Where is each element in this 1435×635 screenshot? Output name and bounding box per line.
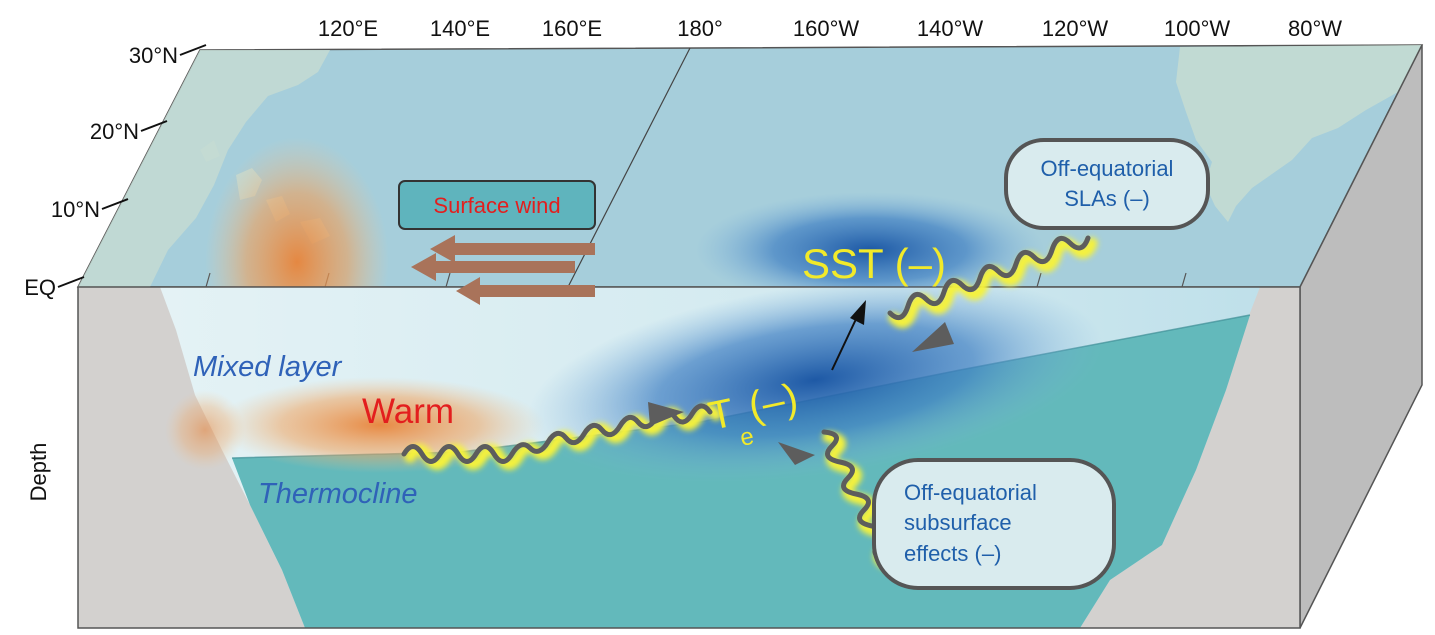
latitude-tick-label: 30°N [129,43,178,68]
latitude-tick-mark [57,276,85,288]
wind-arrows [411,235,595,305]
longitude-tick-label: 140°W [917,16,984,41]
longitude-tick-label: 140°E [430,16,490,41]
mixed-layer-label: Mixed layer [193,351,343,383]
longitude-tick-label: 160°W [793,16,860,41]
latitude-tick-mark [179,44,207,56]
wind-arrow-2 [411,253,575,281]
surface-wind-box [398,180,596,230]
warm-label: Warm [362,392,454,431]
latitude-tick-label: 10°N [51,197,100,222]
surface-wind-group: Surface wind [398,180,596,305]
latitude-tick-label: 20°N [90,119,139,144]
longitude-tick-label: 80°W [1288,16,1342,41]
surface-wind-label: Surface wind [433,193,560,218]
wave-arrow-kelvin-head [648,402,684,426]
thermocline-label: Thermocline [258,478,418,510]
depth-axis-label: Depth [26,443,51,502]
sst-label: SST (–) [802,240,946,287]
te-to-sst-arrow [831,300,866,371]
wind-arrow-1 [430,235,595,263]
americas-landmass [1176,45,1422,222]
longitude-axis: 120°E 140°E 160°E 180° 160°W 140°W 120°W 100°W 8… [318,16,1342,41]
callout-subsurface-line3: effects (–) [904,541,1001,566]
callout-slas: Off-equatorial SLAs (–) [1004,138,1210,230]
wave-arrow-slas-head [912,322,954,352]
latitude-tick-mark [140,120,168,132]
longitude-tick-label: 100°W [1164,16,1231,41]
wave-arrow-subsurface-head [778,442,815,465]
longitude-tick-label: 180° [677,16,723,41]
callout-subsurface: Off-equatorial subsurface effects (–) [872,458,1116,590]
te-label-sub: e [738,423,757,452]
longitude-tick-label: 120°W [1042,16,1109,41]
latitude-axis: 30°N 20°N 10°N EQ [24,43,207,300]
cold-subsurface-anomaly [527,277,1103,483]
callout-slas-line1: Off-equatorial [1041,156,1174,181]
callout-subsurface-line1: Off-equatorial [904,480,1037,505]
wave-arrow-slas [887,235,1091,321]
callout-subsurface-line2: subsurface [904,510,1012,535]
wind-arrow-3 [456,277,595,305]
longitude-tick-label: 160°E [542,16,602,41]
te-label-suffix: (–) [745,376,802,429]
asia-landmass [78,50,330,287]
longitude-tick-label: 120°E [318,16,378,41]
wave-arrows [401,235,1098,571]
latitude-tick-mark [101,198,129,210]
callout-slas-line2: SLAs (–) [1064,186,1150,211]
warm-west-edge [165,390,245,470]
latitude-tick-label: EQ [24,275,56,300]
